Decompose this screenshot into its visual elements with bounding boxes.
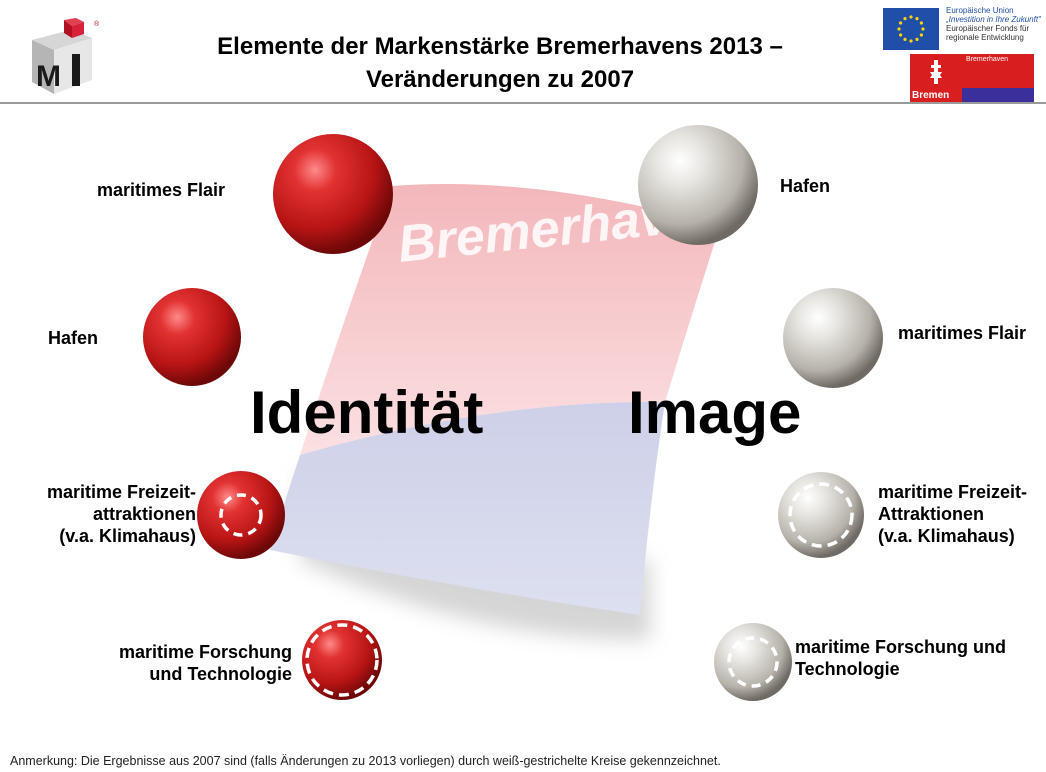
identity-label-freizeit: maritime Freizeit- attraktionen (v.a. Kl… [8,481,196,547]
bremen-logo: Bremen Bremerhaven [910,54,1034,104]
image-sphere-forschung [714,623,792,701]
identity-heading: Identität [250,379,484,446]
identity-2007-marker-forschung [305,623,379,697]
svg-text:M: M [36,60,61,93]
identity-label-forschung: maritime Forschung und Technologie [70,641,292,685]
identity-sphere-freizeit [197,471,285,559]
eu-line-4: regionale Entwicklung [946,33,1024,42]
key-icon [930,60,942,84]
identity-label-forschung-line-2: und Technologie [149,664,292,684]
image-label-freizeit-line-3: (v.a. Klimahaus) [878,526,1015,546]
bremerhaven-red-block [962,54,1034,88]
identity-label-maritimes-flair: maritimes Flair [97,180,226,200]
identity-label-freizeit-line-2: attraktionen [92,504,196,524]
image-label-forschung-line-2: Technologie [795,659,900,679]
identity-label-forschung-line-1: maritime Forschung [118,642,292,662]
identity-sphere-forschung [302,620,382,700]
mi-cube-logo-icon: M ® [32,18,100,94]
bremerhaven-label: Bremerhaven [966,56,1009,63]
identity-sphere-maritimes-flair [273,134,393,254]
svg-text:®: ® [94,20,100,28]
image-label-freizeit-line-1: maritime Freizeit- [878,482,1028,502]
image-label-freizeit-line-2: Attraktionen [878,504,985,524]
bremen-label: Bremen [912,90,950,101]
eu-logo: Europäische Union „Investition in Ihre Z… [880,6,1046,104]
image-sphere-maritimes-flair [783,288,883,388]
flag-blue [270,401,665,615]
identity-sphere-hafen [143,288,241,386]
identity-label-hafen: Hafen [48,328,99,348]
footnote: Anmerkung: Die Ergebnisse aus 2007 sind … [10,754,721,768]
header: M ® Elemente der Markenstärke Bremerhave… [0,0,1046,104]
page-title: Elemente der Markenstärke Bremerhavens 2… [120,30,880,96]
identity-label-freizeit-line-1: maritime Freizeit- [46,482,196,502]
image-sphere-hafen [638,125,758,245]
identity-label-freizeit-line-3: (v.a. Klimahaus) [59,526,196,546]
header-divider [0,102,1046,104]
title-line-1: Elemente der Markenstärke Bremerhavens 2… [217,33,783,60]
image-label-forschung-line-1: maritime Forschung und [795,637,1007,657]
image-label-maritimes-flair: maritimes Flair [898,323,1027,343]
bremerhaven-blue-block [962,88,1034,104]
eu-line-3: Europäischer Fonds für [946,24,1030,33]
flag-pink [300,184,720,455]
eu-slogan: Europäische Union „Investition in Ihre Z… [946,6,1041,42]
image-label-freizeit: maritime Freizeit- Attraktionen (v.a. Kl… [878,481,1027,547]
image-label-forschung: maritime Forschung und Technologie [795,636,1006,680]
diagram-graphics: Bremerhaven [143,125,883,701]
eu-line-1: Europäische Union [946,6,1014,15]
eu-line-2: „Investition in Ihre Zukunft" [946,15,1041,24]
image-label-hafen: Hafen [780,176,831,196]
image-heading: Image [628,379,802,446]
diagram-canvas: Bremerhaven [0,104,1046,772]
identity-2007-marker-freizeit [219,493,263,537]
image-2007-marker-freizeit [788,482,854,548]
title-line-2: Veränderungen zu 2007 [365,66,635,93]
image-2007-marker-forschung [727,636,779,688]
eu-flag-icon [883,8,939,50]
